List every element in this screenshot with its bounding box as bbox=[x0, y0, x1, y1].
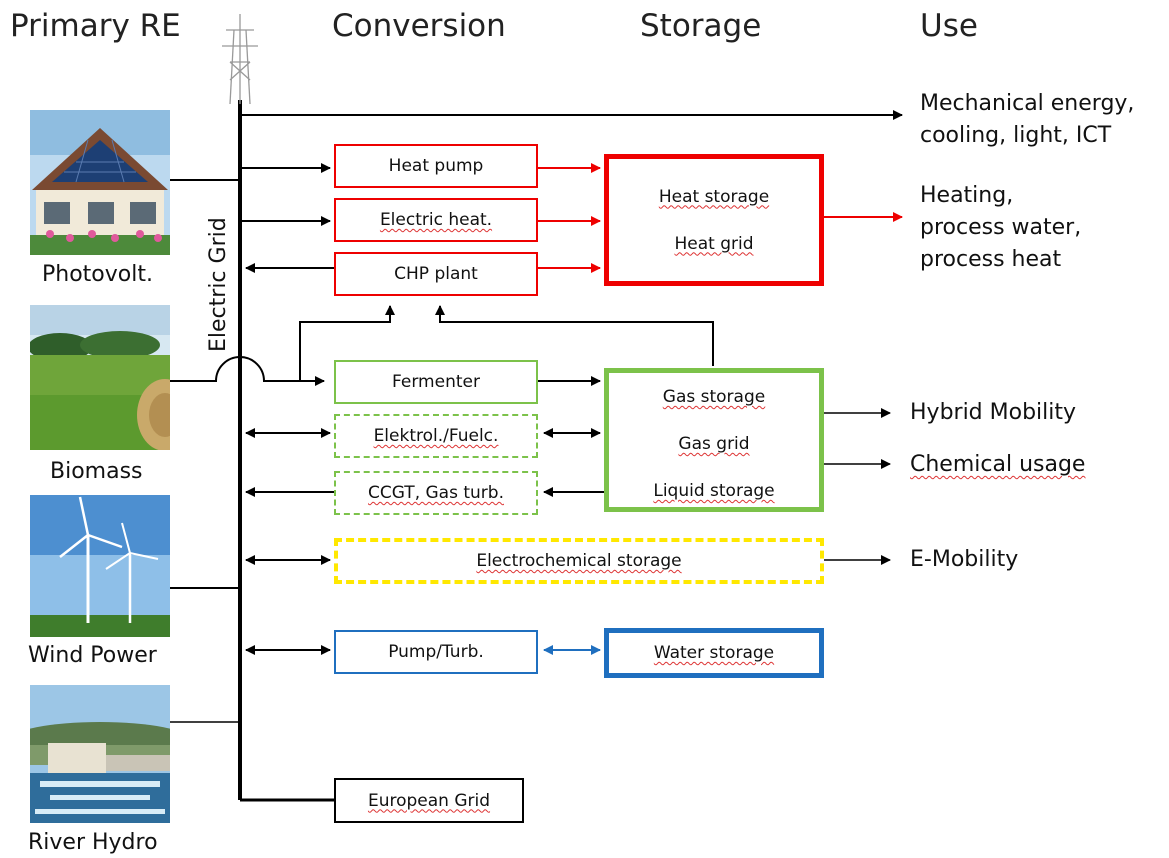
use-mechanical: Mechanical energy, cooling, light, ICT bbox=[920, 88, 1134, 152]
electrochemical-storage-box: Electrochemical storage bbox=[334, 538, 824, 584]
european-grid-label: European Grid bbox=[367, 790, 491, 811]
source-label-photovoltaic: Photovolt. bbox=[42, 262, 153, 287]
header-use: Use bbox=[920, 8, 978, 44]
river-hydro-photo bbox=[30, 685, 170, 823]
electrochemical-label: Electrochemical storage bbox=[476, 551, 682, 571]
ccgt-label: CCGT, Gas turb. bbox=[368, 483, 504, 503]
chp-plant-box: CHP plant bbox=[334, 252, 538, 296]
pump-turbine-box: Pump/Turb. bbox=[334, 630, 538, 674]
use-heating-line1: Heating, bbox=[920, 183, 1014, 208]
header-primary-re: Primary RE bbox=[10, 8, 181, 44]
use-heating-line2: process water, bbox=[920, 215, 1082, 240]
gas-storage-label: Gas storage bbox=[662, 387, 766, 407]
heat-pump-box: Heat pump bbox=[334, 144, 538, 188]
elektrolysis-label: Elektrol./Fuelc. bbox=[373, 426, 499, 446]
use-mechanical-line1: Mechanical energy, bbox=[920, 91, 1135, 116]
power-pylon-icon bbox=[222, 14, 258, 105]
electric-heat-box: Electric heat. bbox=[334, 198, 538, 242]
water-storage-label: Water storage bbox=[653, 643, 775, 663]
electric-heat-label: Electric heat. bbox=[379, 210, 493, 230]
biomass-photo bbox=[30, 305, 170, 450]
source-label-wind: Wind Power bbox=[28, 643, 157, 668]
wind-power-photo bbox=[30, 495, 170, 637]
photovoltaic-photo bbox=[30, 110, 170, 255]
use-heating-line3: process heat bbox=[920, 247, 1062, 272]
source-label-hydro: River Hydro bbox=[28, 830, 158, 855]
electric-grid-label: Electric Grid bbox=[206, 217, 231, 352]
use-heating: Heating, process water, process heat bbox=[920, 180, 1081, 276]
header-storage: Storage bbox=[640, 8, 762, 44]
pump-turbine-label: Pump/Turb. bbox=[388, 642, 484, 662]
fermenter-box: Fermenter bbox=[334, 360, 538, 404]
elektrolysis-fuelcell-box: Elektrol./Fuelc. bbox=[334, 414, 538, 458]
heat-pump-label: Heat pump bbox=[388, 156, 484, 176]
gas-storage-box: Gas storage Gas grid Liquid storage bbox=[604, 368, 824, 512]
heat-storage-box: Heat storage Heat grid bbox=[604, 154, 824, 286]
source-label-biomass: Biomass bbox=[50, 459, 143, 484]
use-hybrid-mobility: Hybrid Mobility bbox=[910, 400, 1077, 425]
use-chemical-usage: Chemical usage bbox=[910, 452, 1086, 477]
chp-plant-label: CHP plant bbox=[394, 264, 478, 284]
ccgt-gas-turbine-box: CCGT, Gas turb. bbox=[334, 471, 538, 515]
fermenter-label: Fermenter bbox=[392, 372, 480, 392]
water-storage-box: Water storage bbox=[604, 628, 824, 678]
header-conversion: Conversion bbox=[332, 8, 506, 44]
use-mechanical-line2: cooling, light, ICT bbox=[920, 123, 1112, 148]
heat-grid-label: Heat grid bbox=[674, 233, 754, 254]
gas-grid-label: Gas grid bbox=[678, 434, 750, 454]
liquid-storage-label: Liquid storage bbox=[653, 481, 775, 501]
european-grid-box: European Grid bbox=[334, 778, 524, 823]
use-e-mobility: E-Mobility bbox=[910, 547, 1019, 572]
heat-storage-label: Heat storage bbox=[658, 186, 770, 207]
